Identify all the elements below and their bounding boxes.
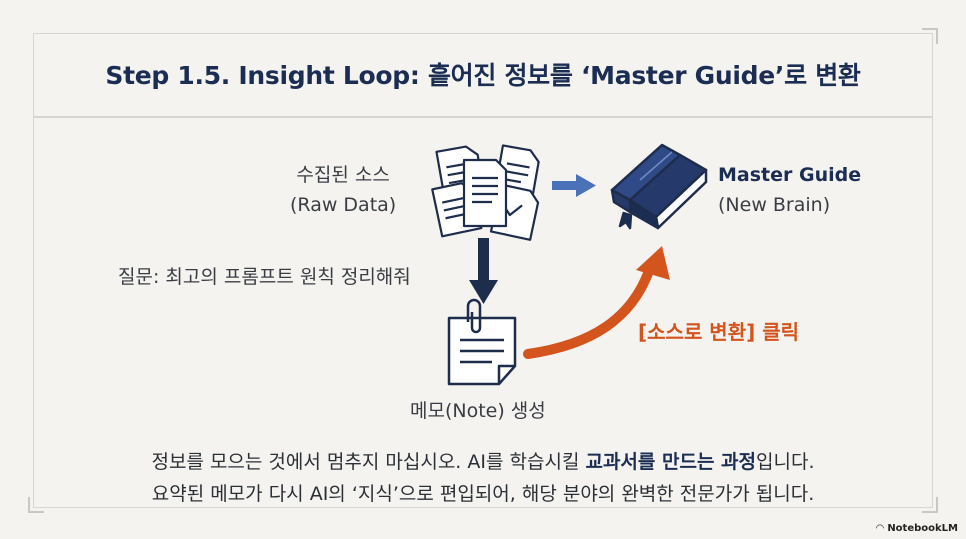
- footer-highlight: 교과서를 만드는 과정: [585, 451, 757, 473]
- corner-mark: [28, 497, 44, 513]
- footer-line-1: 정보를 모으는 것에서 멈추지 마십시오. AI를 학습시킬 교과서를 만드는 …: [0, 447, 966, 474]
- documents-icon: [431, 144, 540, 241]
- master-guide-label: Master Guide (New Brain): [718, 160, 861, 220]
- page-title: Step 1.5. Insight Loop: 흩어진 정보를 ‘Master …: [105, 61, 861, 90]
- corner-mark: [922, 28, 938, 44]
- brand-name: NotebookLM: [887, 523, 958, 534]
- note-icon: [447, 298, 517, 386]
- note-label: 메모(Note) 생성: [410, 400, 546, 422]
- footer-line-1-text: 정보를 모으는 것에서 멈추지 마십시오. AI를 학습시킬: [151, 451, 586, 473]
- title-divider: [33, 116, 933, 118]
- raw-data-label: 수집된 소스 (Raw Data): [290, 160, 396, 220]
- arrow-curve-icon: [523, 246, 670, 359]
- arrow-down-icon: [469, 238, 498, 304]
- arrow-right-icon: [552, 174, 596, 197]
- raw-data-subtitle: (Raw Data): [290, 194, 397, 216]
- footer-line-1-end: 입니다.: [756, 451, 815, 473]
- slide-frame: [28, 28, 938, 513]
- master-guide-subtitle: (New Brain): [718, 194, 831, 216]
- footer-line-2: 요약된 메모가 다시 AI의 ‘지식’으로 편입되어, 해당 분야의 완벽한 전…: [151, 483, 815, 505]
- convert-action-label: [소스로 변환] 클릭: [638, 320, 800, 344]
- raw-data-title: 수집된 소스: [296, 164, 390, 186]
- brand-watermark: ◠ NotebookLM: [876, 523, 958, 534]
- question-label: 질문: 최고의 프롬프트 원칙 정리해줘: [118, 266, 411, 288]
- book-icon: [610, 143, 708, 230]
- master-guide-title: Master Guide: [718, 164, 862, 186]
- corner-mark: [922, 497, 938, 513]
